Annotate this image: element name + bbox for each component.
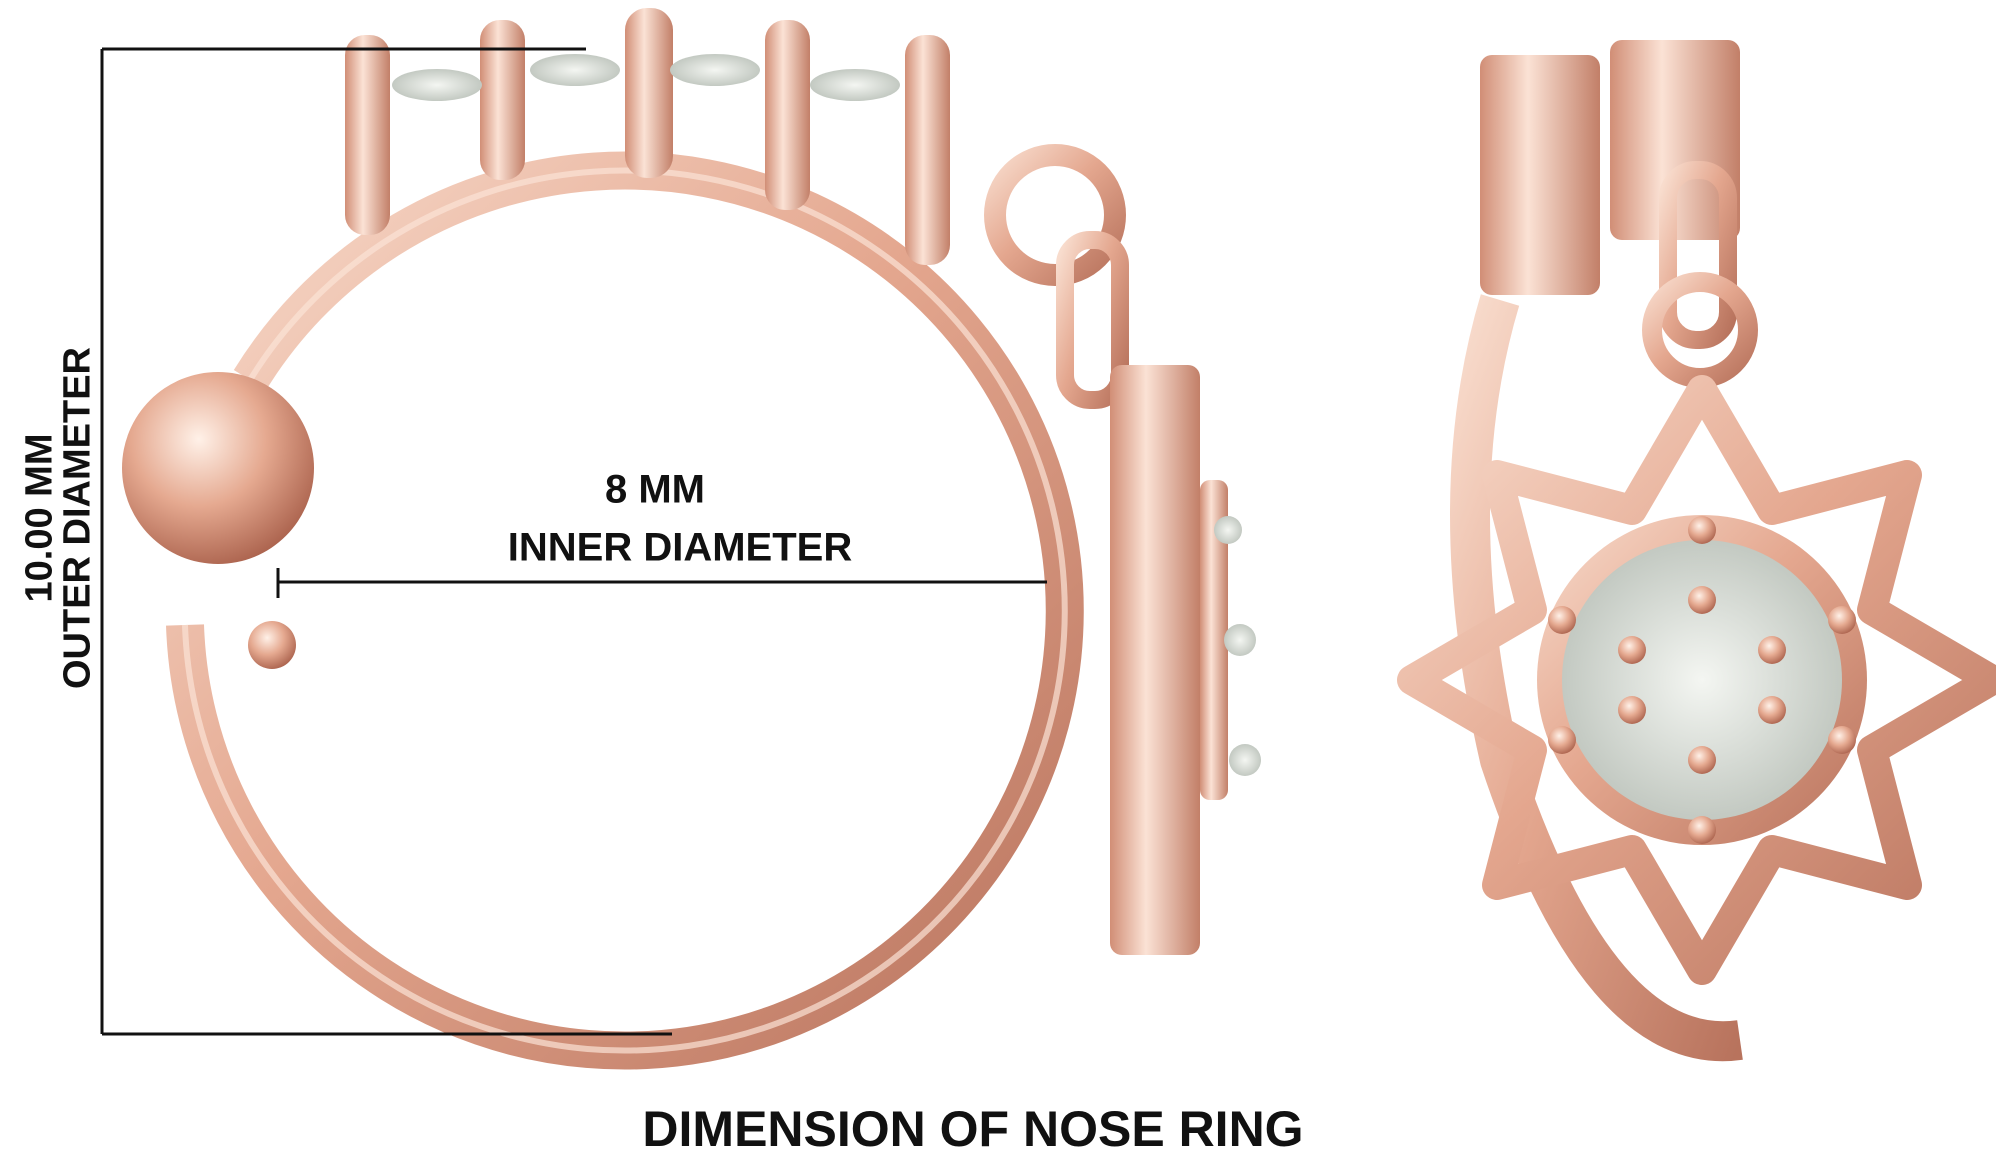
flower-charm: [1397, 375, 1996, 985]
inner-diameter-caption: INNER DIAMETER: [507, 525, 853, 570]
charm-side-view: [984, 144, 1261, 955]
outer-diameter-caption: OUTER DIAMETER: [56, 347, 99, 689]
ring-front-view: [122, 8, 1261, 1070]
ring-angled-view: [1397, 40, 1996, 1062]
inner-diameter-value: 8 MM: [605, 467, 705, 512]
diagram-title: DIMENSION OF NOSE RING: [642, 1101, 1304, 1157]
dimension-lines: [100, 47, 1047, 1036]
prong-setting: [345, 8, 950, 265]
ring-ball-end: [122, 372, 314, 564]
outer-diameter-value: 10.00 MM: [18, 433, 61, 603]
